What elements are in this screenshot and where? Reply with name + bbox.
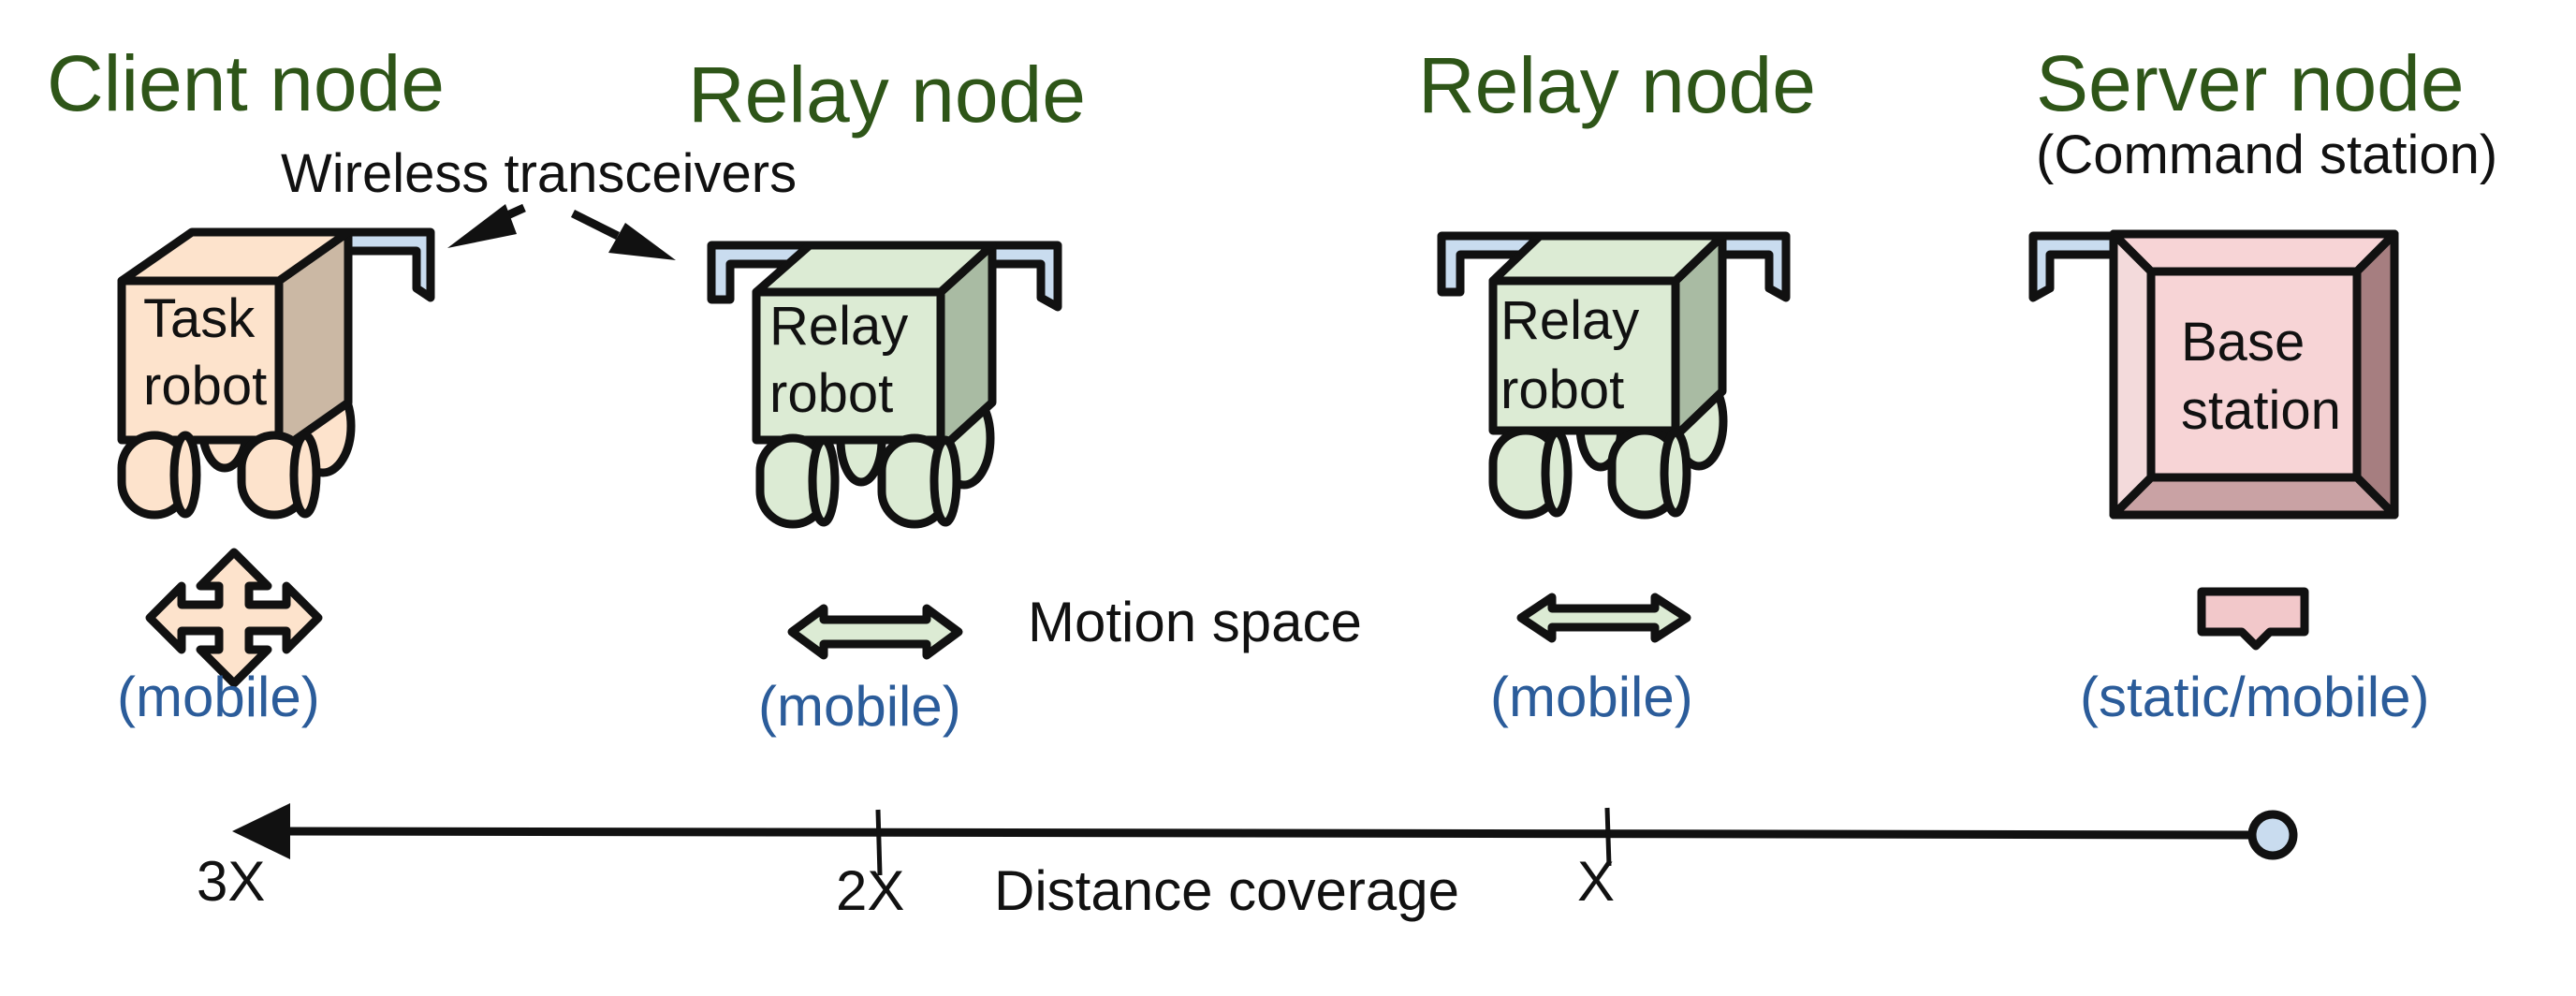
mobility-label: (mobile)	[117, 666, 320, 728]
server-node-title: Server node	[2036, 39, 2465, 127]
relay-node-2-title: Relay node	[1418, 41, 1816, 129]
distance-axis	[232, 803, 2298, 876]
wireless-transceivers-label: Wireless transceivers	[281, 143, 797, 204]
antenna-icon	[344, 227, 435, 302]
tick-mark	[1604, 807, 1612, 867]
base-station: Base station	[2028, 229, 2399, 520]
tick-label-2x: 2X	[836, 859, 904, 922]
relay-node-1-title: Relay node	[688, 51, 1086, 139]
transceiver-arrow-left	[447, 203, 526, 248]
four-way-arrow-icon	[145, 548, 323, 688]
static-platform-icon	[2197, 587, 2309, 651]
robot-label-line1: Relay	[1500, 290, 1639, 351]
robot-label-line2: robot	[769, 363, 893, 424]
relay-robot-1: Relay robot	[707, 241, 1062, 529]
task-robot: Task robot	[117, 227, 435, 520]
horizontal-arrow-icon	[1516, 593, 1691, 643]
distance-coverage-label: Distance coverage	[994, 859, 1459, 922]
axis-origin-icon	[2247, 810, 2298, 860]
station-label-line1: Base	[2181, 312, 2305, 373]
transceiver-arrow-right	[570, 209, 676, 260]
relay-robot-2: Relay robot	[1437, 231, 1791, 520]
mobility-label: (mobile)	[758, 675, 961, 738]
station-label-line2: station	[2181, 380, 2341, 441]
tick-mark	[875, 809, 883, 876]
axis-arrowhead-icon	[232, 803, 290, 859]
robot-label-line2: robot	[143, 356, 267, 417]
tick-label-x: X	[1577, 850, 1615, 913]
motion-space-label: Motion space	[1028, 591, 1362, 653]
robot-label-line2: robot	[1500, 359, 1624, 420]
tick-label-3x: 3X	[197, 850, 265, 913]
mobility-label: (mobile)	[1490, 666, 1693, 728]
server-node-subtitle: (Command station)	[2036, 124, 2497, 185]
mobility-label: (static/mobile)	[2080, 666, 2429, 728]
robot-label-line1: Relay	[769, 296, 908, 357]
horizontal-arrow-icon	[787, 604, 963, 660]
client-node-title: Client node	[47, 39, 445, 127]
robot-label-line1: Task	[143, 288, 256, 349]
